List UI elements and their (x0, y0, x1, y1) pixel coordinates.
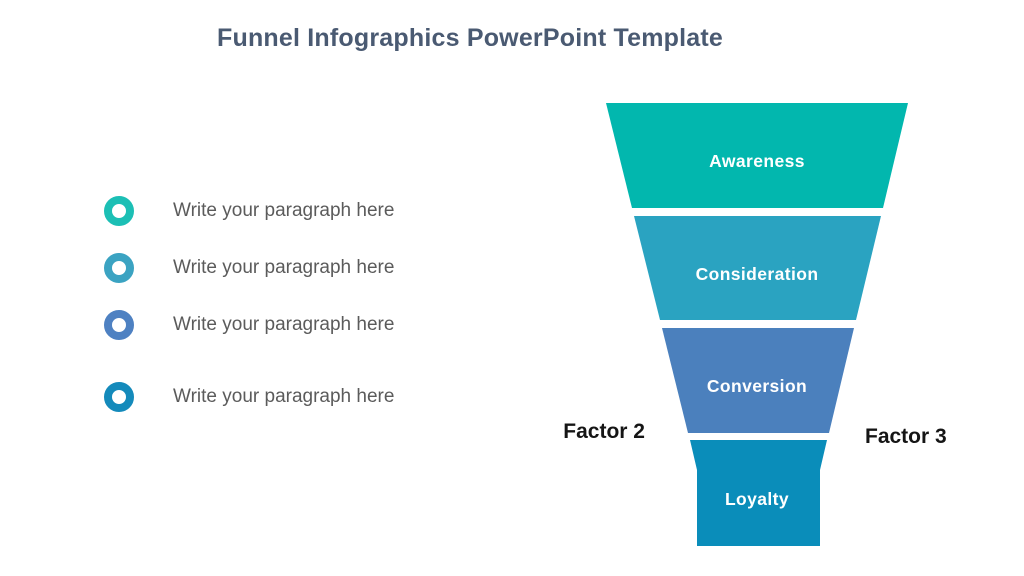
funnel-segment-label: Awareness (709, 151, 805, 171)
factor-2-label: Factor 2 (563, 420, 645, 443)
funnel-segment-label: Conversion (706, 376, 808, 396)
bullet-item: Write your paragraph here (104, 310, 394, 340)
bullet-text: Write your paragraph here (173, 200, 395, 221)
bullet-item: Write your paragraph here (104, 253, 394, 283)
funnel-segment-loyalty: Loyalty (690, 440, 827, 546)
factor-3-label: Factor 3 (865, 425, 947, 448)
bullet-item: Write your paragraph here (104, 382, 394, 412)
bullet-text: Write your paragraph here (173, 257, 395, 278)
ring-bullet-icon (104, 310, 134, 340)
ring-bullet-icon (104, 196, 134, 226)
ring-bullet-icon (104, 382, 134, 412)
bullet-text: Write your paragraph here (173, 386, 395, 407)
bullet-item: Write your paragraph here (104, 196, 394, 226)
funnel-segment-consideration: Consideration (634, 216, 881, 320)
funnel-segment-label: Consideration (695, 263, 819, 284)
funnel-segment-awareness: Awareness (606, 103, 908, 208)
funnel-segment-conversion: Conversion (662, 328, 854, 433)
bullet-text: Write your paragraph here (173, 314, 395, 335)
ring-bullet-icon (104, 253, 134, 283)
funnel-segment-label: Loyalty (724, 488, 790, 509)
slide-title: Funnel Infographics PowerPoint Template (217, 24, 723, 52)
